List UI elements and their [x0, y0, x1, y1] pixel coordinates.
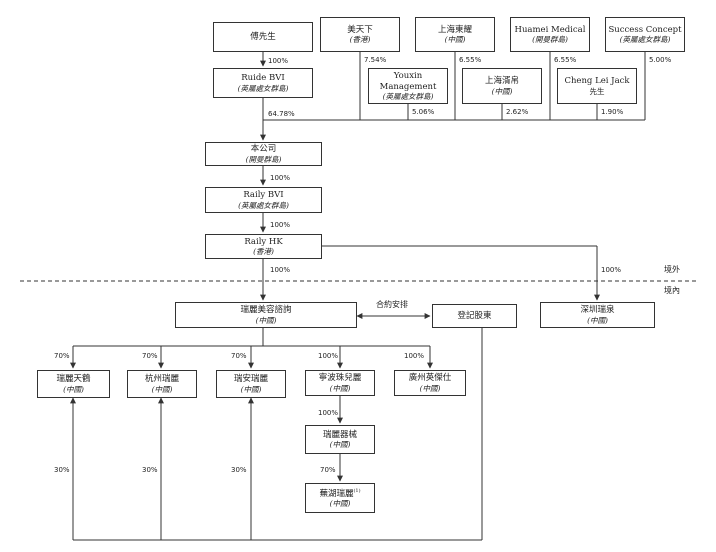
entity-jurisdiction: (開曼群島)	[532, 35, 568, 45]
entity-ruian: 瑞安瑞麗 (中國)	[216, 370, 286, 398]
entity-ningbo: 寧波珠兒麗 (中國)	[305, 370, 375, 396]
entity-jurisdiction: (中國)	[329, 383, 351, 393]
pct-hk-mr: 100%	[270, 266, 291, 274]
entity-jurisdiction: (中國)	[587, 315, 608, 325]
entity-jurisdiction: (開曼群島)	[245, 154, 282, 164]
shareholder-huamei: Huamei Medical (開曼群島)	[510, 17, 590, 52]
entity-jurisdiction: (中國)	[329, 499, 351, 508]
entity-name: 深圳瑞泉	[580, 305, 615, 316]
entity-name: Success Concept	[608, 24, 682, 35]
pct-ruide-company: 64.78%	[268, 110, 295, 118]
entity-name: 瑞麗美容諮詢	[240, 305, 292, 316]
entity-jurisdiction: (香港)	[253, 247, 274, 257]
entity-name: 上海東耀	[437, 24, 472, 35]
offshore-label: 境外	[664, 265, 680, 274]
entity-name: 瑞麗天鶴	[56, 374, 91, 385]
entity-name: 美天下	[347, 24, 373, 35]
entity-jurisdiction: (英屬處女群島)	[619, 35, 671, 45]
pct-youxin: 5.06%	[412, 108, 435, 116]
entity-name: 寧波珠兒麗	[318, 373, 362, 384]
pct-fu-ruide: 100%	[268, 57, 289, 65]
pct-huamei: 6.55%	[554, 56, 577, 64]
entity-jurisdiction: (中國)	[491, 86, 513, 96]
entity-name: 上海湑帛	[484, 76, 519, 87]
entity-name: 瑞麗器械	[322, 429, 357, 440]
entity-ruide-bvi: Ruide BVI (英屬處女群島)	[213, 68, 313, 98]
pct-ruian: 70%	[231, 352, 247, 360]
shareholder-fu: 傅先生	[213, 22, 313, 52]
entity-jurisdiction: (中國)	[419, 383, 441, 393]
entity-raily-hk: Raily HK (香港)	[205, 234, 322, 259]
entity-name: Ruide BVI	[241, 73, 285, 84]
entity-jurisdiction: (中國)	[444, 35, 466, 45]
entity-jurisdiction: (中國)	[151, 384, 173, 394]
entity-ruili-meirong: 瑞麗美容諮詢 (中國)	[175, 302, 357, 328]
entity-name: 杭州瑞麗	[144, 374, 179, 385]
entity-name: 登記股東	[457, 310, 492, 321]
entity-qixie: 瑞麗器械 (中國)	[305, 425, 375, 454]
entity-hangzhou: 杭州瑞麗 (中國)	[127, 370, 197, 398]
entity-jurisdiction: (中國)	[240, 384, 262, 394]
entity-shenzhen: 深圳瑞泉 (中國)	[540, 302, 655, 328]
pct-cheng: 1.90%	[601, 108, 624, 116]
entity-name-text: 蕪湖瑞麗	[319, 488, 354, 499]
pct-tianhe: 70%	[54, 352, 70, 360]
entity-name: 本公司	[250, 144, 277, 155]
entity-jurisdiction: 先生	[589, 86, 605, 96]
entity-jurisdiction: (英屬處女群島)	[382, 91, 434, 101]
pct-mei: 7.54%	[364, 56, 387, 64]
entity-name: Youxin Management	[379, 71, 437, 92]
shareholder-sh-xu: 上海湑帛 (中國)	[462, 68, 542, 104]
pct-ningbo-qixie: 100%	[318, 409, 339, 417]
pct-reg-ruian: 30%	[231, 466, 247, 474]
entity-name: 傅先生	[250, 31, 276, 42]
entity-jurisdiction: (中國)	[255, 315, 277, 325]
pct-sh-dong: 6.55%	[459, 56, 482, 64]
entity-jurisdiction: (中國)	[329, 440, 351, 450]
shareholder-cheng: Cheng Lei Jack 先生	[557, 68, 637, 104]
entity-name: Huamei Medical	[514, 24, 586, 35]
entity-huzhou: 蕪湖瑞麗(1) (中國)	[305, 483, 375, 513]
entity-name: Raily HK	[244, 236, 283, 247]
pct-hangzhou: 70%	[142, 352, 158, 360]
pct-qixie-huzhou: 70%	[320, 466, 336, 474]
entity-raily-bvi: Raily BVI (英屬處女群島)	[205, 187, 322, 213]
entity-name: Raily BVI	[243, 190, 284, 201]
pct-guangzhou: 100%	[404, 352, 425, 360]
entity-name: 瑞安瑞麗	[233, 374, 268, 385]
entity-jurisdiction: (中國)	[63, 384, 84, 394]
entity-guangzhou: 廣州英傑仕 (中國)	[394, 370, 466, 396]
entity-tianhe: 瑞麗天鶴 (中國)	[37, 370, 110, 398]
entity-registered-shareholders: 登記股東	[432, 304, 517, 328]
entity-name: Cheng Lei Jack	[564, 76, 630, 87]
pct-ningbo: 100%	[318, 352, 339, 360]
entity-jurisdiction: (英屬處女群島)	[237, 83, 289, 93]
pct-sh-xu: 2.62%	[506, 108, 529, 116]
onshore-label: 境內	[664, 286, 680, 295]
shareholder-mei: 美天下 (香港)	[320, 17, 400, 52]
pct-bvi-hk: 100%	[270, 221, 291, 229]
pct-success: 5.00%	[649, 56, 672, 64]
shareholder-youxin: Youxin Management (英屬處女群島)	[368, 68, 448, 104]
pct-company-bvi: 100%	[270, 174, 291, 182]
pct-reg-hangzhou: 30%	[142, 466, 158, 474]
pct-reg-tianhe: 30%	[54, 466, 70, 474]
entity-name: 蕪湖瑞麗(1)	[319, 488, 360, 499]
footnote-mark: (1)	[353, 487, 361, 494]
contract-arrangement-label: 合約安排	[376, 300, 408, 309]
entity-jurisdiction: (英屬處女群島)	[238, 200, 289, 210]
entity-company: 本公司 (開曼群島)	[205, 142, 322, 166]
entity-name: 廣州英傑仕	[408, 373, 452, 384]
entity-jurisdiction: (香港)	[349, 35, 371, 45]
pct-hk-shenzhen: 100%	[601, 266, 622, 274]
shareholder-sh-dong: 上海東耀 (中國)	[415, 17, 495, 52]
shareholder-success: Success Concept (英屬處女群島)	[605, 17, 685, 52]
